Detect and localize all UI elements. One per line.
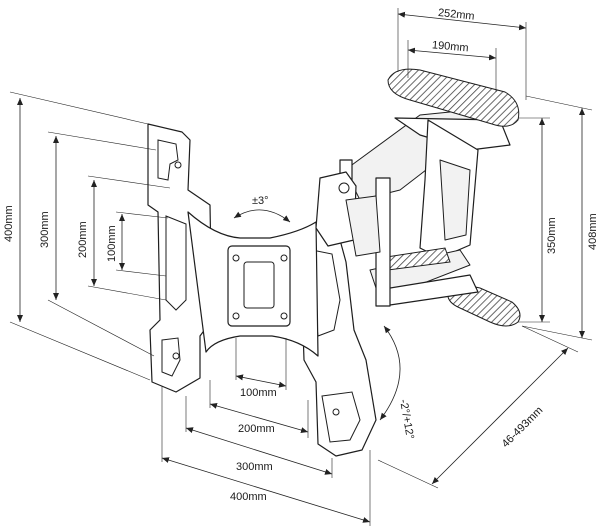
label-h-300mm: 300mm — [236, 461, 273, 473]
dimension-lines — [9, 8, 593, 526]
label-rotation: ±3° — [252, 195, 269, 207]
label-190mm: 190mm — [431, 39, 469, 54]
label-252mm: 252mm — [437, 7, 475, 23]
label-v-300mm: 300mm — [39, 211, 51, 248]
top-grip — [387, 68, 520, 127]
label-h-100mm: 100mm — [240, 387, 277, 399]
label-408mm: 408mm — [587, 213, 599, 250]
label-h-400mm: 400mm — [230, 491, 267, 503]
label-tilt: -2°/+12° — [397, 398, 416, 440]
label-350mm: 350mm — [546, 217, 558, 254]
label-v-400mm: 400mm — [3, 205, 15, 242]
label-h-200mm: 200mm — [238, 423, 275, 435]
vesa-plate — [147, 123, 381, 457]
label-46-493mm: 46-493mm — [500, 404, 546, 450]
label-v-100mm: 100mm — [106, 225, 118, 262]
label-v-200mm: 200mm — [77, 221, 89, 258]
